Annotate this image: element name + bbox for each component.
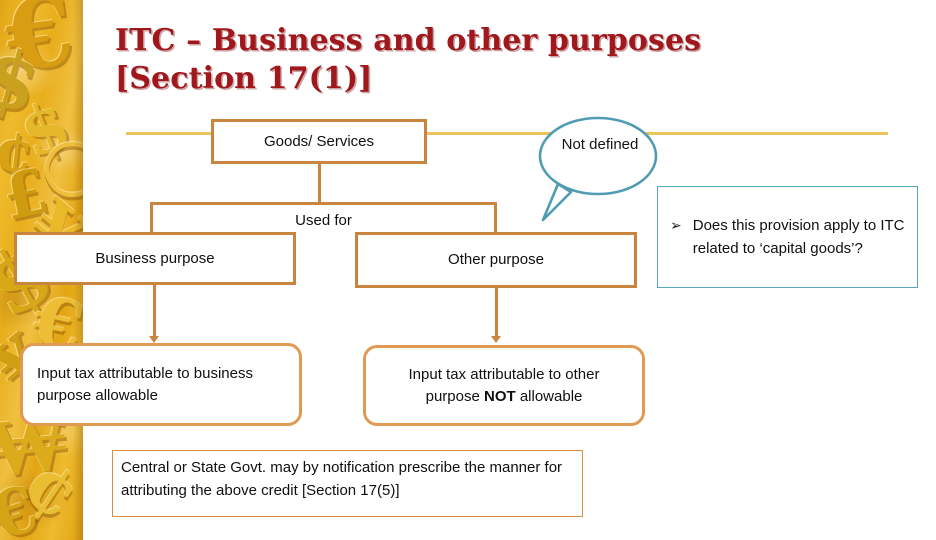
flow-node-goods-services: Goods/ Services [211, 119, 427, 164]
connector-business-to-result [153, 285, 156, 340]
flow-node-business-purpose: Business purpose [14, 232, 296, 285]
flow-node-business-purpose-label: Business purpose [95, 249, 215, 267]
connector-other-to-result [495, 288, 498, 340]
result-right-emphasis: NOT [483, 387, 516, 405]
result-box-other-not-allowable-label: Input tax attributable to other purpose … [380, 364, 628, 408]
flow-node-other-purpose-label: Other purpose [448, 251, 544, 268]
arrowhead-left-icon [149, 336, 159, 343]
result-box-business-allowable: Input tax attributable to business purpo… [20, 343, 302, 426]
result-right-prefix: Input tax attributable to other purpose [408, 365, 600, 405]
gold-rule-left [126, 132, 212, 135]
title-line-2: [Section 17(1)] [115, 61, 373, 96]
connector-bracket [150, 202, 497, 238]
result-box-business-allowable-label: Input tax attributable to business purpo… [37, 364, 253, 404]
result-right-suffix: allowable [515, 387, 583, 405]
question-box: ➢ Does this provision apply to ITC relat… [657, 186, 918, 288]
callout-bubble-icon [538, 116, 658, 196]
question-box-text: Does this provision apply to ITC related… [692, 217, 905, 257]
note-box: Central or State Govt. may by notificati… [112, 450, 583, 517]
arrow-bullet-icon: ➢ [670, 217, 682, 233]
connector-root-to-bracket [318, 164, 321, 203]
page-title: ITC – Business and other purposes [Secti… [115, 22, 855, 98]
connector-bracket-label: Used for [295, 211, 352, 229]
callout-text: Not defined [561, 136, 639, 153]
flow-node-goods-services-label: Goods/ Services [263, 132, 375, 150]
title-line-1: ITC – Business and other purposes [115, 23, 702, 58]
result-box-other-not-allowable: Input tax attributable to other purpose … [363, 345, 645, 426]
flow-node-other-purpose: Other purpose [355, 232, 637, 288]
gold-rule-right [427, 132, 888, 135]
callout-tail-icon [541, 182, 573, 222]
arrowhead-right-icon [491, 336, 501, 343]
note-box-text: Central or State Govt. may by notificati… [121, 459, 563, 499]
